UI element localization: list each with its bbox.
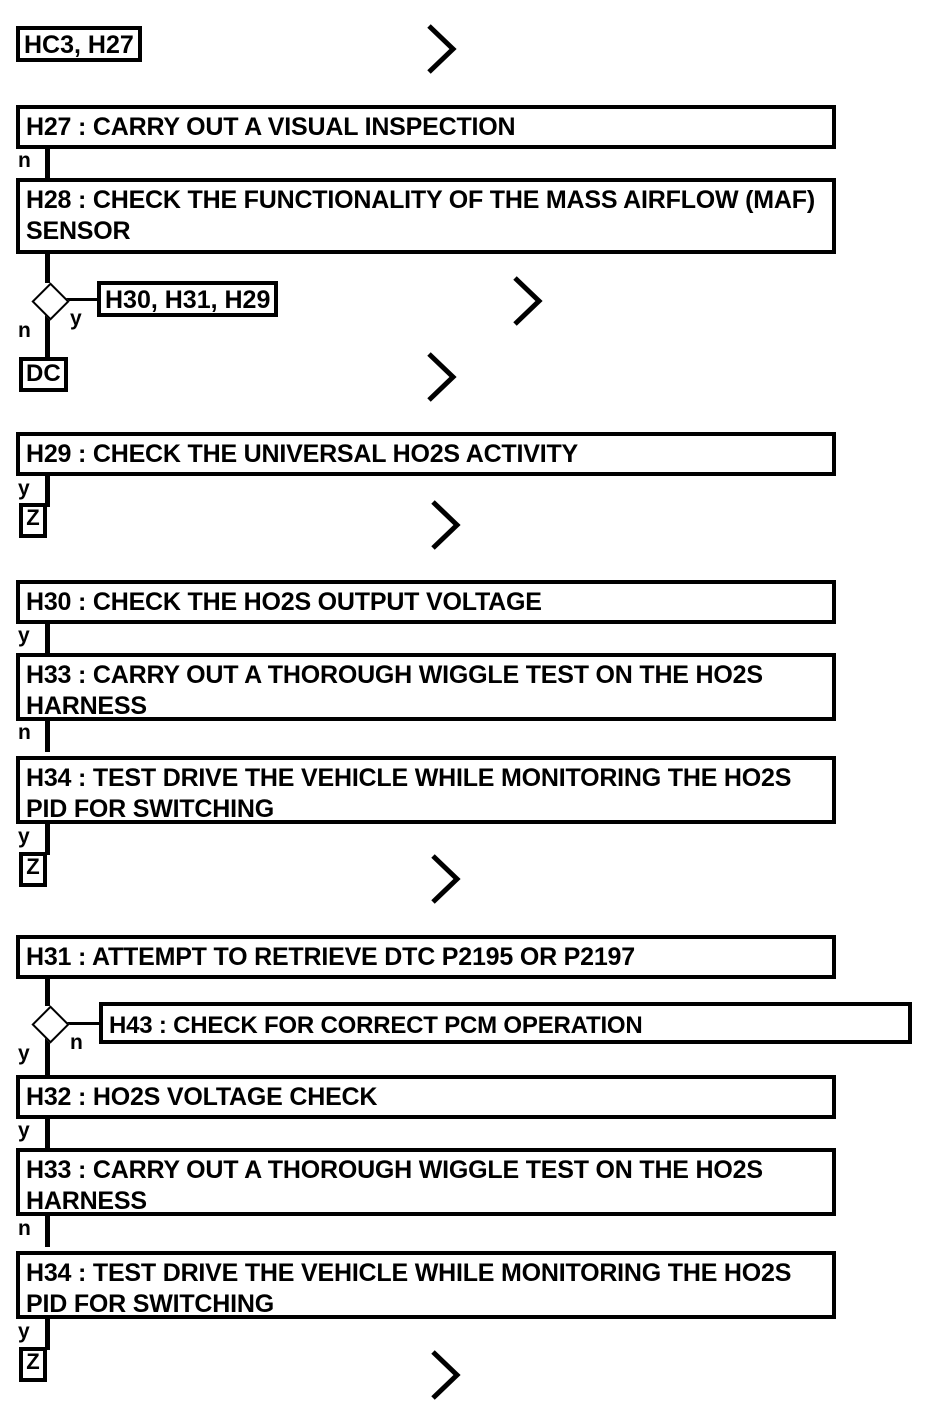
step-box-h33-b[interactable]: H33 : CARRY OUT A THOROUGH WIGGLE TEST O… [16, 1148, 836, 1216]
step-box-h32[interactable]: H32 : HO2S VOLTAGE CHECK [16, 1075, 836, 1119]
connector-h33b-h34b [45, 1215, 50, 1247]
branch-label-decision1-no: n [18, 319, 31, 342]
connector-decision2-no [62, 1022, 100, 1025]
connector-h34a-z [45, 823, 50, 855]
connector-h28-decision1 [45, 253, 50, 283]
chevron-marker-icon [428, 498, 462, 552]
connector-h32-h33b [45, 1118, 50, 1150]
branch-label-h34a-out: y [18, 825, 30, 848]
step-box-h34-b[interactable]: H34 : TEST DRIVE THE VEHICLE WHILE MONIT… [16, 1251, 836, 1319]
branch-label-h30-out: y [18, 624, 30, 647]
terminal-tag-z[interactable]: Z [19, 1347, 47, 1382]
step-box-h29[interactable]: H29 : CHECK THE UNIVERSAL HO2S ACTIVITY [16, 432, 836, 476]
step-box-h33-a[interactable]: H33 : CARRY OUT A THOROUGH WIGGLE TEST O… [16, 653, 836, 721]
step-box-h31[interactable]: H31 : ATTEMPT TO RETRIEVE DTC P2195 OR P… [16, 935, 836, 979]
connector-h29-z [45, 475, 50, 507]
connector-h34b-z [45, 1318, 50, 1350]
decision-diamond-2[interactable] [30, 1004, 70, 1044]
branch-label-h29-out: y [18, 477, 30, 500]
step-box-h30[interactable]: H30 : CHECK THE HO2S OUTPUT VOLTAGE [16, 580, 836, 624]
diamond-shape [30, 1004, 70, 1044]
branch-label-decision2-no: n [70, 1031, 83, 1054]
step-box-h27[interactable]: H27 : CARRY OUT A VISUAL INSPECTION [16, 105, 836, 149]
branch-label-h34b-out: y [18, 1320, 30, 1343]
branch-target-tag-box[interactable]: H30, H31, H29 [97, 281, 279, 317]
step-box-h34-a[interactable]: H34 : TEST DRIVE THE VEHICLE WHILE MONIT… [16, 756, 836, 824]
terminal-tag-z[interactable]: Z [19, 852, 47, 887]
step-box-h43[interactable]: H43 : CHECK FOR CORRECT PCM OPERATION [99, 1002, 912, 1044]
connector-decision1-no [45, 313, 50, 358]
branch-label-h27-out: n [18, 149, 31, 172]
connector-h33a-h34a [45, 720, 50, 752]
entry-tag-box[interactable]: HC3, H27 [16, 26, 142, 62]
chevron-marker-icon [424, 350, 458, 404]
connector-h30-h33 [45, 623, 50, 655]
branch-label-h32-out: y [18, 1119, 30, 1142]
chevron-marker-icon [424, 22, 458, 76]
branch-label-h33a-out: n [18, 721, 31, 744]
connector-h31-decision2 [45, 978, 50, 1006]
terminal-tag-z[interactable]: Z [19, 503, 47, 538]
step-box-h28[interactable]: H28 : CHECK THE FUNCTIONALITY OF THE MAS… [16, 178, 836, 254]
branch-label-decision2-yes: y [18, 1042, 30, 1065]
terminal-tag-dc[interactable]: DC [19, 357, 68, 392]
branch-label-h33b-out: n [18, 1217, 31, 1240]
connector-h27-h28 [45, 148, 50, 180]
branch-label-decision1-yes: y [70, 307, 82, 330]
diamond-shape [30, 281, 70, 321]
connector-decision1-yes [62, 298, 98, 301]
chevron-marker-icon [428, 1348, 462, 1402]
decision-diamond-1[interactable] [30, 281, 70, 321]
connector-decision2-yes [45, 1036, 50, 1076]
chevron-marker-icon [428, 852, 462, 906]
chevron-marker-icon [510, 274, 544, 328]
